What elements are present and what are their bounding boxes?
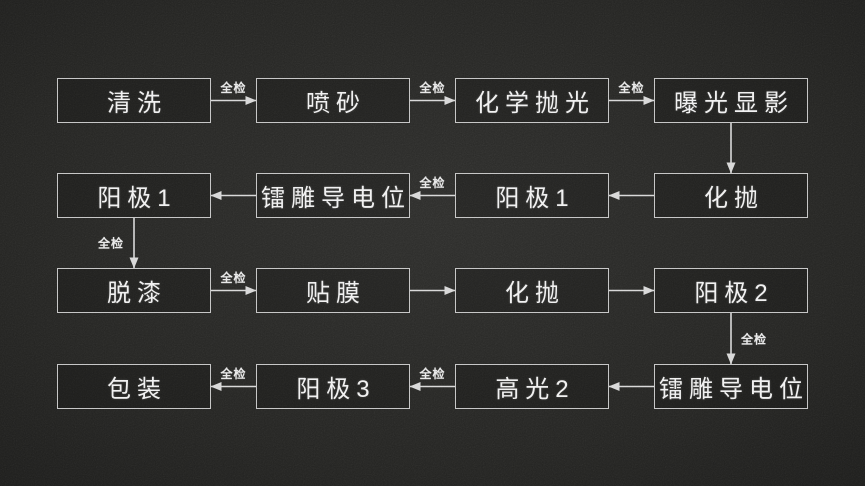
edge-label: 全检	[419, 80, 446, 95]
flow-node-n13: 镭雕导电位	[654, 364, 808, 409]
flow-node-n4: 曝光显影	[654, 78, 808, 123]
edge-label: 全检	[741, 332, 768, 346]
edge-label: 全检	[220, 270, 247, 285]
flow-node-n3: 化学抛光	[455, 78, 609, 123]
flow-node-n15: 阳极3	[256, 364, 410, 409]
flow-node-label: 阳极1	[97, 185, 177, 212]
flow-node-n7: 镭雕导电位	[256, 173, 410, 218]
flow-node-n16: 包装	[57, 364, 211, 409]
edge-label: 全检	[97, 236, 124, 251]
flow-node-label: 脱漆	[107, 280, 167, 307]
flow-node-n10: 贴膜	[256, 268, 410, 313]
flow-node-label: 包装	[107, 376, 167, 403]
flow-node-label: 曝光显影	[674, 90, 794, 117]
flow-node-label: 镭雕导电位	[659, 376, 809, 403]
flow-node-n9: 脱漆	[57, 268, 211, 313]
flow-node-label: 贴膜	[306, 280, 366, 307]
flow-node-label: 清洗	[107, 90, 167, 117]
flow-node-label: 化抛	[704, 185, 764, 212]
flow-node-label: 化抛	[505, 280, 565, 307]
flow-node-label: 阳极3	[296, 376, 376, 403]
flow-node-label: 喷砂	[306, 90, 366, 117]
flow-node-label: 镭雕导电位	[261, 185, 411, 212]
flow-node-n8: 阳极1	[57, 173, 211, 218]
flow-node-n2: 喷砂	[256, 78, 410, 123]
flow-node-label: 阳极1	[495, 185, 575, 212]
flow-node-label: 阳极2	[694, 280, 774, 307]
edge-label: 全检	[220, 366, 247, 381]
flow-node-n1: 清洗	[57, 78, 211, 123]
flow-node-label: 化学抛光	[475, 90, 595, 117]
edge-label: 全检	[220, 80, 247, 95]
flow-node-n11: 化抛	[455, 268, 609, 313]
flow-node-n5: 化抛	[654, 173, 808, 218]
edge-label: 全检	[419, 366, 446, 381]
edge-label: 全检	[419, 175, 446, 190]
flow-node-label: 高光2	[495, 376, 575, 403]
flow-node-n12: 阳极2	[654, 268, 808, 313]
edge-label: 全检	[618, 80, 645, 95]
flow-node-n6: 阳极1	[455, 173, 609, 218]
flow-node-n14: 高光2	[455, 364, 609, 409]
